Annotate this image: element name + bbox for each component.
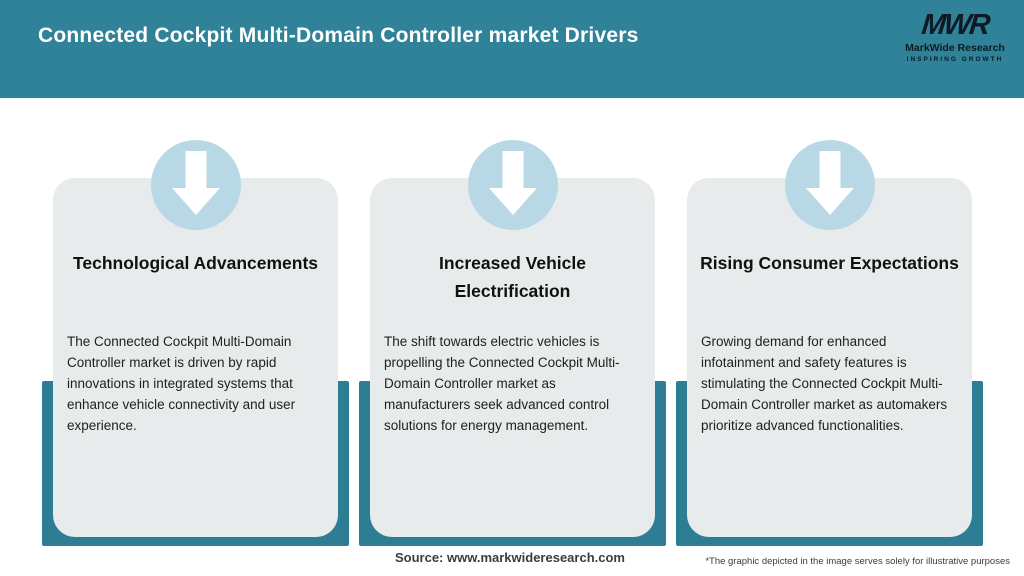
driver-card-technological-advancements: Technological Advancements The Connected… xyxy=(42,140,349,546)
markwide-logo: MWR MarkWide Research INSPIRING GROWTH xyxy=(904,9,1006,63)
down-arrow-icon xyxy=(467,140,558,230)
arrow-stem xyxy=(819,151,840,188)
source-text: Source: www.markwideresearch.com xyxy=(394,550,625,565)
down-arrow-icon xyxy=(150,140,241,230)
card-panel: Increased Vehicle Electrification The sh… xyxy=(370,178,655,537)
card-title: Technological Advancements xyxy=(72,253,319,273)
card-title: Rising Consumer Expectations xyxy=(700,253,959,273)
arrow-stem xyxy=(502,151,523,188)
card-text: Growing demand for enhanced infotainment… xyxy=(701,334,948,433)
disclaimer-text: *The graphic depicted in the image serve… xyxy=(705,556,1010,567)
arrow-head xyxy=(805,188,854,215)
mwr-logo-icon: MWR xyxy=(920,9,990,41)
card-text: The shift towards electric vehicles is p… xyxy=(384,334,620,433)
card-text: The Connected Cockpit Multi-Domain Contr… xyxy=(67,334,296,433)
down-arrow-icon xyxy=(784,140,875,230)
arrow-head xyxy=(488,188,537,215)
arrow-head xyxy=(171,188,220,215)
card-title: Increased Vehicle Electrification xyxy=(439,253,586,301)
drivers-row: Technological Advancements The Connected… xyxy=(42,140,983,546)
driver-card-rising-consumer-expectations: Rising Consumer Expectations Growing dem… xyxy=(676,140,983,546)
header-bar: Connected Cockpit Multi-Domain Controlle… xyxy=(0,0,1024,98)
logo-name: MarkWide Research xyxy=(905,42,1005,54)
page-title: Connected Cockpit Multi-Domain Controlle… xyxy=(38,24,639,47)
card-panel: Rising Consumer Expectations Growing dem… xyxy=(687,178,972,537)
arrow-stem xyxy=(185,151,206,188)
logo-tagline: INSPIRING GROWTH xyxy=(906,55,1004,63)
driver-card-increased-vehicle-electrification: Increased Vehicle Electrification The sh… xyxy=(359,140,666,546)
card-panel: Technological Advancements The Connected… xyxy=(53,178,338,537)
